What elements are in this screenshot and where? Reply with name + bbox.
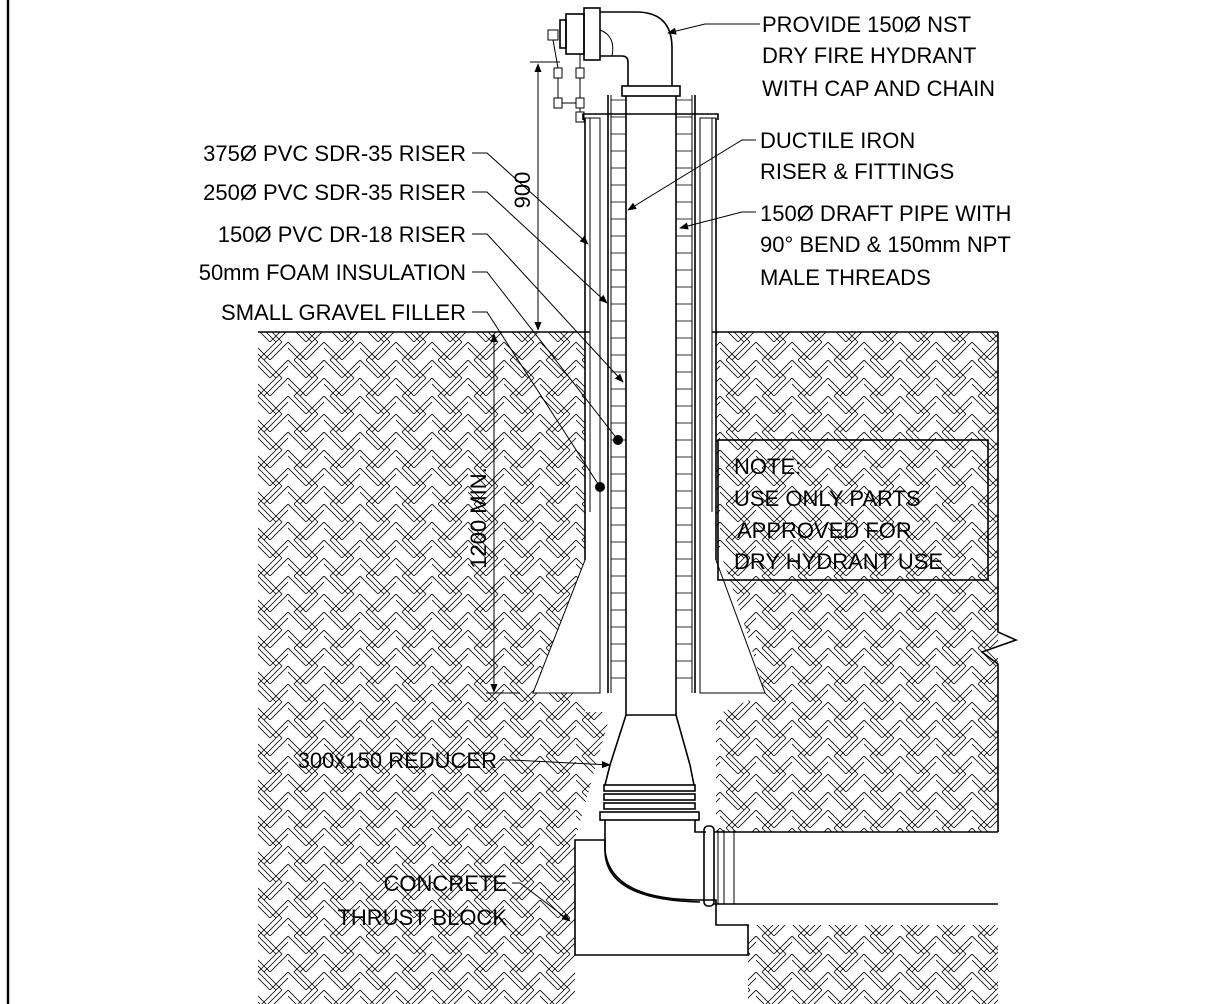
callout-ductile: DUCTILE IRON RISER & FITTINGS — [760, 128, 954, 184]
callout-hydrant-line-2: DRY FIRE HYDRANT — [762, 43, 976, 68]
ground-line — [258, 331, 1019, 832]
note-box: NOTE: USE ONLY PARTS APPROVED FOR DRY HY… — [717, 439, 989, 581]
note-title: NOTE: — [734, 454, 801, 479]
ductile-riser — [621, 85, 681, 715]
note-line-3: DRY HYDRANT USE — [734, 549, 943, 574]
callout-thrust-line-1: CONCRETE — [384, 871, 507, 896]
callout-foam-insulation: 50mm FOAM INSULATION — [199, 260, 466, 285]
hydrant-head — [547, 7, 673, 123]
callout-thrust-block: CONCRETE THRUST BLOCK — [337, 871, 507, 930]
callout-draft: 150Ø DRAFT PIPE WITH 90° BEND & 150mm NP… — [760, 201, 1011, 290]
callout-riser-375: 375Ø PVC SDR-35 RISER — [203, 141, 466, 166]
note-line-1: USE ONLY PARTS — [734, 486, 921, 511]
riser-375 — [582, 113, 719, 560]
elbow-bend — [604, 820, 998, 907]
foam-insulation — [611, 99, 692, 679]
callout-hydrant-line-1: PROVIDE 150Ø NST — [762, 12, 971, 37]
leaders — [472, 23, 760, 922]
callout-draft-line-1: 150Ø DRAFT PIPE WITH — [760, 201, 1011, 226]
callout-reducer: 300x150 REDUCER — [298, 748, 497, 773]
callout-ductile-line-1: DUCTILE IRON — [760, 128, 915, 153]
dim-1200-label: 1200 MIN. — [466, 467, 491, 569]
callout-draft-line-2: 90° BEND & 150mm NPT — [760, 232, 1011, 257]
callout-hydrant: PROVIDE 150Ø NST DRY FIRE HYDRANT WITH C… — [762, 12, 995, 101]
callout-ductile-line-2: RISER & FITTINGS — [760, 159, 954, 184]
dim-below-grade: 1200 MIN. — [466, 333, 520, 694]
callout-draft-line-3: MALE THREADS — [760, 265, 931, 290]
callout-riser-250: 250Ø PVC SDR-35 RISER — [203, 180, 466, 205]
callout-hydrant-line-3: WITH CAP AND CHAIN — [762, 76, 995, 101]
note-line-2: APPROVED FOR — [737, 518, 912, 543]
callout-riser-150: 150Ø PVC DR-18 RISER — [218, 222, 466, 247]
callout-thrust-line-2: THRUST BLOCK — [337, 905, 507, 930]
callout-gravel-filler: SMALL GRAVEL FILLER — [221, 300, 466, 325]
soil-hatch — [258, 332, 998, 1004]
reducer — [599, 714, 700, 821]
